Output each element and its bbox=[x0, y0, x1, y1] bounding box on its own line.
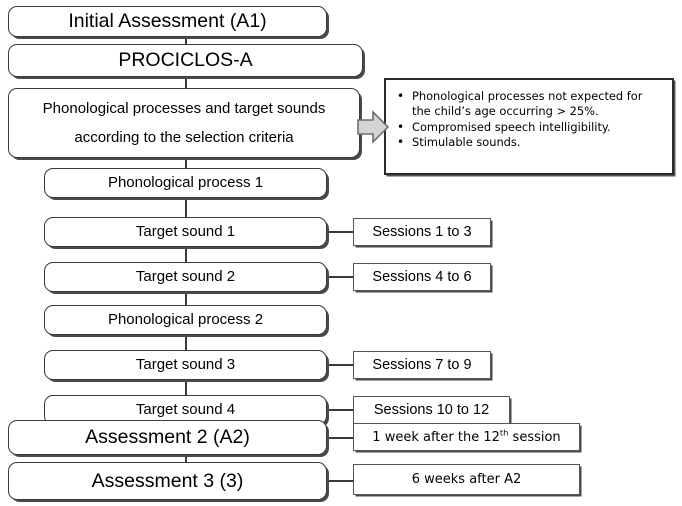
criteria-list-item: • Compromised speech intelligibility. bbox=[397, 119, 664, 135]
box-target-sound-3[interactable]: Target sound 3 bbox=[44, 350, 327, 380]
box-target-sound-3-label: Target sound 3 bbox=[135, 356, 236, 374]
connector-selection-to-process1 bbox=[185, 156, 187, 170]
box-sessions-7-to-9[interactable]: Sessions 7 to 9 bbox=[353, 351, 491, 379]
box-phonological-process-1[interactable]: Phonological process 1 bbox=[44, 168, 327, 198]
box-protocol[interactable]: PROCICLOS-A bbox=[8, 44, 363, 77]
box-sessions-1-to-3-label: Sessions 1 to 3 bbox=[372, 224, 472, 240]
criteria-item-text: Stimulable sounds. bbox=[412, 135, 521, 150]
criteria-callout-box: • Phonological processes not expected fo… bbox=[384, 78, 674, 175]
box-target-sound-4-label: Target sound 4 bbox=[135, 401, 236, 419]
box-target-sound-2[interactable]: Target sound 2 bbox=[44, 262, 327, 292]
box-assessment-2[interactable]: Assessment 2 (A2) bbox=[8, 420, 327, 455]
connector-process1-to-ts1 bbox=[185, 196, 187, 220]
connector-ts3-to-ts4 bbox=[185, 378, 187, 398]
box-selection-criteria-line2: according to the selection criteria bbox=[74, 128, 294, 146]
criteria-item-text: Compromised speech intelligibility. bbox=[412, 119, 611, 134]
connector-ts3-to-sessions3 bbox=[327, 364, 355, 366]
connector-ts1-to-ts2 bbox=[185, 245, 187, 265]
connector-ts1-to-sessions1 bbox=[327, 231, 355, 233]
box-phonological-process-2-label: Phonological process 2 bbox=[107, 311, 264, 329]
box-initial-assessment-label: Initial Assessment (A1) bbox=[68, 10, 267, 33]
box-assessment-3-timing[interactable]: 6 weeks after A2 bbox=[353, 464, 580, 495]
box-selection-criteria[interactable]: Phonological processes and target sounds… bbox=[8, 88, 360, 158]
box-target-sound-2-label: Target sound 2 bbox=[135, 268, 236, 286]
bullet-icon: • bbox=[397, 89, 405, 103]
criteria-list-item: • Stimulable sounds. bbox=[397, 135, 664, 150]
block-arrow-icon bbox=[357, 110, 389, 144]
box-target-sound-1-label: Target sound 1 bbox=[135, 223, 236, 241]
box-assessment-3-timing-label: 6 weeks after A2 bbox=[411, 472, 522, 487]
criteria-list-item: • Phonological processes not expected fo… bbox=[397, 89, 664, 119]
connector-protocol-to-selection bbox=[185, 75, 187, 90]
connector-ts2-to-process2 bbox=[185, 290, 187, 310]
criteria-item-text: Phonological processes not expected for … bbox=[412, 89, 643, 118]
criteria-list: • Phonological processes not expected fo… bbox=[386, 80, 672, 150]
connector-a1-to-protocol bbox=[185, 34, 187, 46]
box-assessment-2-timing-label: 1 week after the 12th session bbox=[372, 427, 561, 445]
box-assessment-2-timing[interactable]: 1 week after the 12th session bbox=[353, 423, 580, 451]
connector-a3-to-timing bbox=[327, 480, 355, 482]
connector-ts2-to-sessions2 bbox=[327, 276, 355, 278]
box-protocol-label: PROCICLOS-A bbox=[118, 49, 253, 72]
connector-ts4-to-sessions4 bbox=[327, 409, 355, 411]
box-phonological-process-2[interactable]: Phonological process 2 bbox=[44, 305, 327, 335]
box-phonological-process-1-label: Phonological process 1 bbox=[107, 174, 264, 192]
bullet-icon: • bbox=[397, 135, 405, 150]
box-initial-assessment[interactable]: Initial Assessment (A1) bbox=[8, 6, 327, 37]
box-sessions-4-to-6-label: Sessions 4 to 6 bbox=[372, 269, 472, 285]
bullet-icon: • bbox=[397, 119, 405, 134]
box-sessions-1-to-3[interactable]: Sessions 1 to 3 bbox=[353, 218, 491, 246]
box-sessions-10-to-12-label: Sessions 10 to 12 bbox=[373, 402, 490, 418]
box-assessment-2-label: Assessment 2 (A2) bbox=[85, 426, 250, 449]
box-sessions-7-to-9-label: Sessions 7 to 9 bbox=[372, 357, 472, 373]
box-assessment-3-label: Assessment 3 (3) bbox=[91, 469, 244, 492]
box-sessions-4-to-6[interactable]: Sessions 4 to 6 bbox=[353, 263, 491, 291]
box-assessment-3[interactable]: Assessment 3 (3) bbox=[8, 462, 327, 500]
box-selection-criteria-line1: Phonological processes and target sounds bbox=[42, 100, 326, 118]
connector-a2-to-timing bbox=[327, 437, 355, 439]
box-sessions-10-to-12[interactable]: Sessions 10 to 12 bbox=[353, 396, 510, 424]
box-target-sound-1[interactable]: Target sound 1 bbox=[44, 217, 327, 247]
connector-process2-to-ts3 bbox=[185, 333, 187, 353]
